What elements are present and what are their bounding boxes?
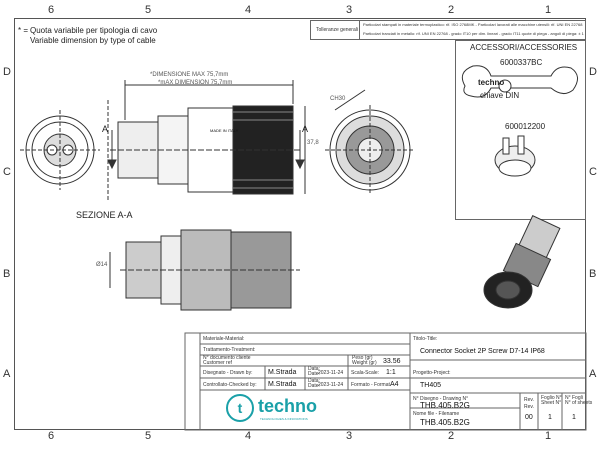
title-block-lines: [184, 332, 587, 431]
checked-by-label: Controllato-Checked by:: [203, 382, 257, 388]
zone-left-b: B: [3, 268, 11, 280]
section-arrow-left: [107, 130, 117, 170]
logo-subtext: TECHNOLOGIES & INNOVATIONS: [260, 417, 308, 421]
dim-ch: CH30: [330, 96, 346, 102]
note-line-it: Quota variabile per tipologia di cavo: [30, 26, 158, 35]
zone-right-d: D: [589, 66, 597, 78]
date-label-2: Data: Date:: [308, 378, 320, 389]
front-view-left: [20, 110, 100, 190]
date-value-2: 2023-11-24: [318, 382, 344, 388]
plug-accessory-icon: [494, 135, 536, 177]
material-label: Materiale-Material:: [203, 336, 245, 342]
accessories-panel: [455, 40, 586, 220]
note-line-en: Variable dimension by type of cable: [30, 36, 156, 45]
date-value-1: 2023-11-24: [318, 370, 344, 376]
project-label: Progetto-Project:: [413, 370, 451, 376]
logo-text: techno: [258, 396, 318, 416]
rev-value: 00: [525, 414, 533, 421]
project-value: TH405: [420, 382, 442, 389]
made-in-italy-label: MADE IN ITALY: [210, 128, 239, 133]
checked-by-value: M.Strada: [268, 381, 297, 388]
zone-right-c: C: [589, 166, 597, 178]
wrench-brand: techno: [478, 78, 505, 87]
zone-left-c: C: [3, 166, 11, 178]
logo-circle-icon: t: [226, 394, 254, 422]
zone-bottom-5: 5: [145, 430, 152, 442]
accessory-code-1: 6000337BC: [500, 58, 543, 67]
zone-bottom-4: 4: [245, 430, 252, 442]
dim-diameter: Ø14: [96, 262, 108, 268]
zone-top-4: 4: [245, 4, 252, 16]
treatment-label: Trattamento-Treatment:: [203, 347, 256, 353]
sheets-total-label: N° Fogli N° of sheets: [565, 395, 593, 406]
zone-bottom-1: 1: [545, 430, 552, 442]
date-label-1: Data: Date:: [308, 366, 320, 377]
section-arrow-right: [295, 130, 305, 170]
customer-ref-label: N° documento cliente Customer ref: [203, 355, 251, 366]
din-wrench-icon: [461, 65, 578, 98]
tolerance-row-1: Particolari stampati in materiale termop…: [363, 22, 583, 27]
title-label: Titolo-Title:: [413, 336, 438, 342]
accessory-code-2: 600012200: [505, 122, 546, 131]
format-label: Formato - Format: [351, 382, 390, 388]
zone-right-b: B: [589, 268, 597, 280]
tolerance-row-2: Particolari tranciati in metallo: rif. U…: [363, 31, 584, 36]
zone-left-a: A: [3, 368, 11, 380]
drawn-by-label: Disegnato - Drawn by:: [203, 370, 253, 376]
sheets-total-value: 1: [572, 414, 576, 421]
zone-bottom-3: 3: [346, 430, 353, 442]
drawn-by-value: M.Strada: [268, 369, 297, 376]
tolerance-label: Tolleranze generali: [316, 27, 358, 33]
format-value: A4: [390, 381, 399, 388]
rev-label: Rev.: [524, 397, 534, 403]
filename-label: Nome file - Filename: [413, 411, 460, 417]
zone-bottom-2: 2: [448, 430, 455, 442]
section-title: SEZIONE A-A: [76, 210, 133, 220]
note-symbol: * =: [18, 26, 29, 35]
connector-3d-view: [483, 215, 561, 309]
rev-label-2: Rev.: [524, 404, 534, 410]
zone-top-1: 1: [545, 4, 552, 16]
wrench-label: chiave DIN: [480, 91, 520, 100]
zone-top-2: 2: [448, 4, 455, 16]
section-marker-right: A: [302, 124, 309, 134]
zone-top-3: 3: [346, 4, 353, 16]
scale-value: 1:1: [386, 369, 396, 376]
filename-value: THB.405.B2G: [420, 418, 470, 427]
dim-max-en: *mAX DIMENSION 75,7mm: [158, 80, 233, 86]
section-marker-left: A: [102, 124, 109, 134]
zone-left-d: D: [3, 66, 11, 78]
zone-right-a: A: [589, 368, 597, 380]
section-view: [109, 229, 300, 311]
weight-value: 33.56: [383, 358, 401, 365]
zone-top-5: 5: [145, 4, 152, 16]
dim-max-it: *DIMENSIONE MAX 75,7mm: [150, 72, 229, 78]
weight-label: Peso (gr) Weight (gr): [352, 355, 377, 366]
nut-face-view: [325, 89, 415, 195]
title-value: Connector Socket 2P Screw D7-14 IP68: [420, 348, 545, 355]
zone-bottom-6: 6: [48, 430, 55, 442]
tolerance-label-cell: [310, 20, 360, 40]
dim-height: 37,8: [307, 140, 319, 146]
sheet-value: 1: [548, 414, 552, 421]
accessories-title: ACCESSORI/ACCESSORIES: [470, 43, 578, 52]
scale-label: Scala-Scale:: [351, 370, 380, 376]
side-view: [107, 80, 306, 200]
sheet-label: Foglio N° Sheet N°: [541, 395, 562, 406]
drawing-number-value: THB.405.B2G: [420, 401, 470, 410]
drawing-number-label: N° Disegno - Drawing N°: [413, 396, 469, 402]
zone-top-6: 6: [48, 4, 55, 16]
